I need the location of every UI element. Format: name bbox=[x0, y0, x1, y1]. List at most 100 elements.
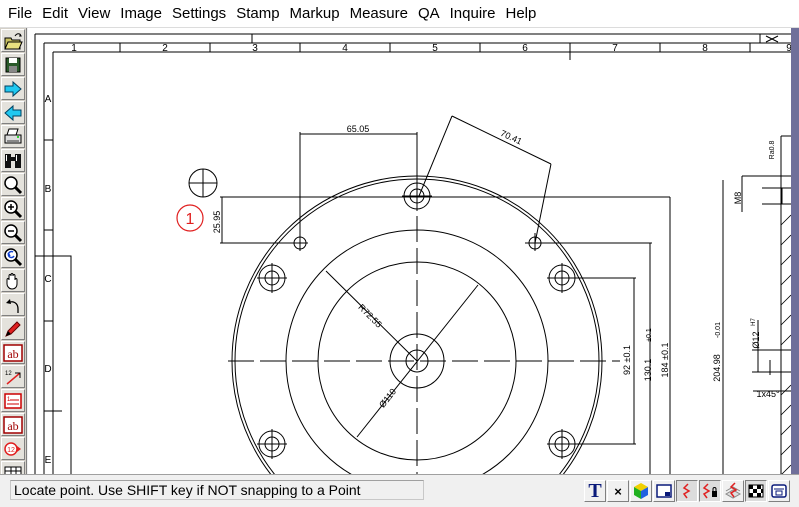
dimension-icon: 12 bbox=[5, 371, 21, 385]
status-buttons: T × bbox=[584, 480, 790, 502]
drawing-canvas[interactable]: 1 2 3 4 5 6 7 8 9 A B C D E bbox=[28, 28, 791, 474]
previous-arrow-icon bbox=[4, 104, 22, 121]
zoom-in-button[interactable] bbox=[1, 197, 25, 220]
balloon-marker[interactable]: 1 bbox=[176, 204, 204, 232]
surface-finish[interactable]: Ra0.8 bbox=[769, 141, 776, 160]
balloon-icon: 12 bbox=[4, 441, 21, 456]
window-layout-button[interactable] bbox=[653, 480, 675, 502]
row-label-e: E bbox=[45, 455, 52, 466]
column-label-8: 8 bbox=[702, 43, 708, 54]
text-t-icon: T bbox=[588, 480, 602, 502]
undo-icon bbox=[6, 298, 19, 313]
svg-text:12: 12 bbox=[7, 447, 15, 454]
column-label-4: 4 bbox=[342, 43, 348, 54]
menu-file[interactable]: File bbox=[8, 4, 33, 22]
save-button[interactable] bbox=[1, 53, 25, 76]
svg-text:12: 12 bbox=[5, 371, 12, 377]
menu-inquire[interactable]: Inquire bbox=[449, 4, 496, 22]
open-file-button[interactable] bbox=[1, 29, 25, 52]
balloon-number: 1 bbox=[186, 211, 195, 228]
dim-chamfer[interactable]: 1x45° bbox=[756, 389, 780, 399]
pencil-icon bbox=[5, 320, 21, 337]
open-file-icon bbox=[4, 32, 23, 49]
column-label-1: 1 bbox=[71, 43, 77, 54]
zoom-out-icon bbox=[4, 223, 23, 242]
dim-dia-12-tol: H7 bbox=[751, 318, 757, 326]
dim-dia-110[interactable]: Ø110 bbox=[377, 387, 398, 410]
column-label-9: 9 bbox=[786, 43, 791, 54]
dim-204-98[interactable]: 204.98 bbox=[712, 354, 722, 382]
color-cube-button[interactable] bbox=[630, 480, 652, 502]
dim-70-41[interactable]: 70.41 bbox=[499, 128, 524, 147]
table-icon bbox=[4, 466, 22, 474]
dim-r72-55[interactable]: R72.55 bbox=[356, 302, 384, 330]
menu-measure[interactable]: Measure bbox=[349, 4, 408, 22]
status-message: Locate point. Use SHIFT key if NOT snapp… bbox=[10, 480, 424, 500]
save-icon bbox=[5, 57, 21, 72]
dim-m8[interactable]: M8 bbox=[733, 192, 743, 205]
menu-stamp[interactable]: Stamp bbox=[236, 4, 280, 22]
draw-button[interactable] bbox=[1, 317, 25, 340]
row-label-c: C bbox=[44, 274, 51, 285]
find-button[interactable] bbox=[1, 149, 25, 172]
snap-lock-icon bbox=[702, 483, 717, 499]
pan-button[interactable] bbox=[1, 269, 25, 292]
previous-button[interactable] bbox=[1, 101, 25, 124]
dim-184[interactable]: 184 ±0.1 bbox=[660, 343, 670, 378]
zoom-out-button[interactable] bbox=[1, 221, 25, 244]
zoom-previous-button[interactable] bbox=[1, 245, 25, 268]
dim-25-95[interactable]: 25.95 bbox=[212, 211, 222, 234]
menu-view[interactable]: View bbox=[78, 4, 111, 22]
view-panel-button[interactable] bbox=[768, 480, 790, 502]
balloon-button[interactable]: 12 bbox=[1, 437, 25, 460]
column-label-7: 7 bbox=[612, 43, 618, 54]
next-arrow-icon bbox=[4, 80, 22, 97]
undo-button[interactable] bbox=[1, 293, 25, 316]
snap-layers-icon bbox=[724, 482, 742, 499]
print-icon bbox=[4, 128, 22, 143]
dim-92[interactable]: 92 ±0.1 bbox=[622, 345, 632, 375]
text-ab-2-icon: ab bbox=[3, 415, 23, 434]
dim-65-05[interactable]: 65.05 bbox=[347, 124, 370, 134]
snap-icon bbox=[682, 483, 691, 499]
zoom-icon bbox=[4, 175, 23, 194]
text-toggle-button[interactable]: T bbox=[584, 480, 606, 502]
snap-button[interactable] bbox=[676, 480, 698, 502]
dim-130-1[interactable]: 130.1 bbox=[643, 359, 653, 382]
menu-image[interactable]: Image bbox=[120, 4, 162, 22]
dimension-button[interactable]: 12 bbox=[1, 365, 25, 388]
status-bar: Locate point. Use SHIFT key if NOT snapp… bbox=[0, 474, 799, 507]
snap-lock-button[interactable] bbox=[699, 480, 721, 502]
row-label-a: A bbox=[45, 94, 52, 105]
menu-help[interactable]: Help bbox=[505, 4, 537, 22]
row-label-b: B bbox=[45, 184, 52, 195]
snap-layers-button[interactable] bbox=[722, 480, 744, 502]
dim-dia-12[interactable]: Ø12 bbox=[751, 331, 761, 348]
table-button[interactable] bbox=[1, 461, 25, 474]
column-label-2: 2 bbox=[162, 43, 168, 54]
print-button[interactable] bbox=[1, 125, 25, 148]
menu-qa[interactable]: QA bbox=[417, 4, 440, 22]
menu-markup[interactable]: Markup bbox=[289, 4, 340, 22]
svg-text:ab: ab bbox=[7, 347, 18, 361]
menu-edit[interactable]: Edit bbox=[42, 4, 69, 22]
column-label-6: 6 bbox=[522, 43, 528, 54]
menu-settings[interactable]: Settings bbox=[171, 4, 227, 22]
text-button[interactable]: ab bbox=[1, 341, 25, 364]
checker-button[interactable] bbox=[745, 480, 767, 502]
close-icon: × bbox=[614, 483, 622, 499]
left-toolbar: ab 12 1 ab 12 bbox=[0, 28, 27, 474]
zoom-in-icon bbox=[4, 199, 23, 218]
pan-hand-icon bbox=[6, 272, 18, 290]
vertical-scrollbar[interactable] bbox=[791, 28, 799, 474]
column-label-5: 5 bbox=[432, 43, 438, 54]
text-2-button[interactable]: ab bbox=[1, 413, 25, 436]
dim-130-1-tol: ±0.1 bbox=[646, 328, 653, 342]
note-button[interactable]: 1 bbox=[1, 389, 25, 412]
zoom-button[interactable] bbox=[1, 173, 25, 196]
next-button[interactable] bbox=[1, 77, 25, 100]
row-label-d: D bbox=[44, 364, 51, 375]
text-ab-icon: ab bbox=[3, 343, 23, 362]
close-x-button[interactable]: × bbox=[607, 480, 629, 502]
